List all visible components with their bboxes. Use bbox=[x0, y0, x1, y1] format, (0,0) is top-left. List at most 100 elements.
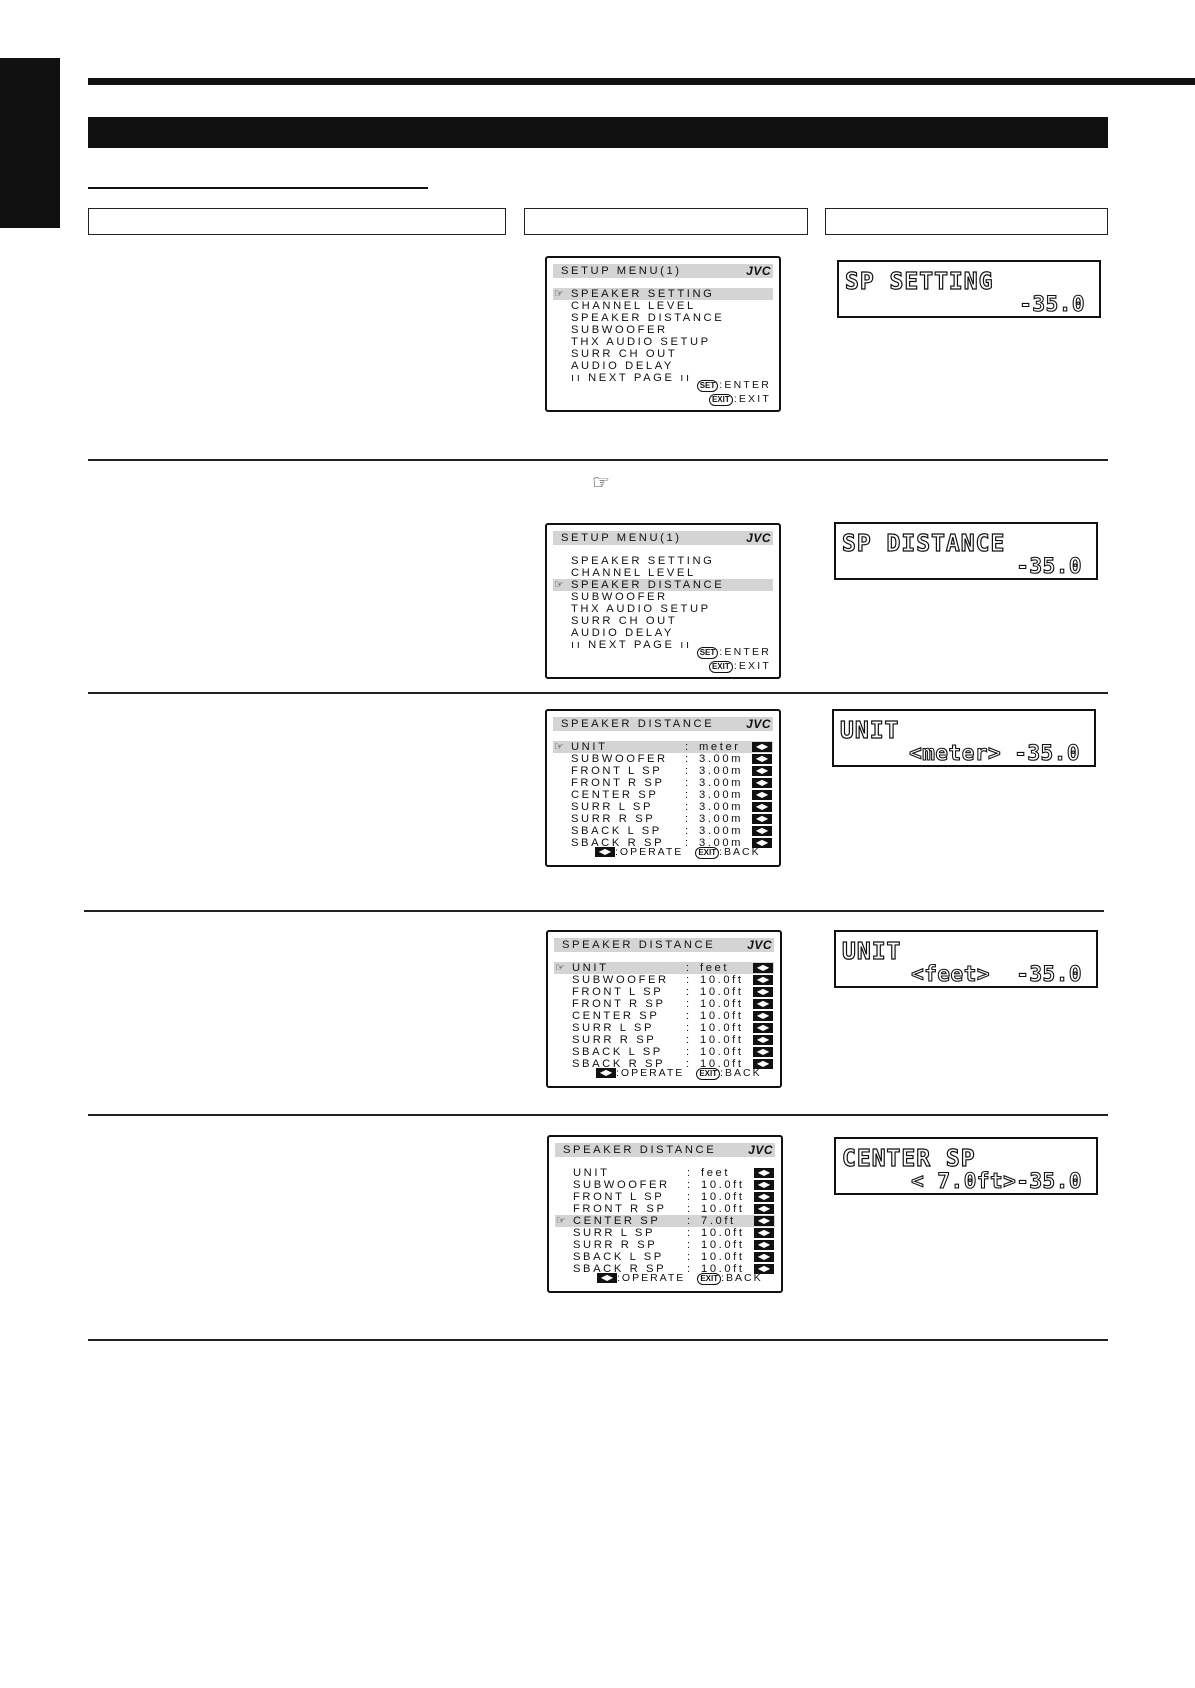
menu-item[interactable]: ☞CENTER SP:7.0ft◀▶ bbox=[555, 1215, 775, 1227]
menu-item[interactable]: ☞SPEAKER DISTANCE bbox=[553, 579, 773, 591]
menu-item[interactable]: AUDIO DELAY bbox=[553, 360, 773, 372]
menu-item[interactable]: FRONT L SP:10.0ft◀▶ bbox=[554, 986, 774, 998]
display-line-2: -35.0 bbox=[1019, 291, 1085, 316]
menu-item[interactable]: SPEAKER DISTANCE bbox=[553, 312, 773, 324]
menu-item-label: SURR R SP bbox=[571, 813, 656, 825]
separator: : bbox=[685, 837, 691, 849]
menu-item[interactable]: SUBWOOFER:10.0ft◀▶ bbox=[554, 974, 774, 986]
menu-item[interactable]: THX AUDIO SETUP bbox=[553, 603, 773, 615]
menu-item-label: CHANNEL LEVEL bbox=[571, 567, 696, 579]
osd-title: SETUP MENU(1) bbox=[561, 265, 682, 277]
menu-item[interactable]: SURR CH OUT bbox=[553, 348, 773, 360]
menu-item[interactable]: ☞SPEAKER SETTING bbox=[553, 288, 773, 300]
separator: : bbox=[686, 1010, 692, 1022]
menu-item[interactable]: SUBWOOFER:10.0ft◀▶ bbox=[555, 1179, 775, 1191]
menu-item[interactable]: ıı NEXT PAGE ıı bbox=[553, 639, 773, 651]
separator: : bbox=[687, 1239, 693, 1251]
brand-logo: JVC bbox=[746, 264, 771, 278]
menu-item[interactable]: SURR R SP:10.0ft◀▶ bbox=[554, 1034, 774, 1046]
left-right-arrows-icon: ◀▶ bbox=[752, 802, 772, 812]
menu-item[interactable]: SURR R SP:3.00m◀▶ bbox=[553, 813, 773, 825]
hand-pointer-icon: ☞ bbox=[555, 962, 565, 974]
menu-item[interactable]: CHANNEL LEVEL bbox=[553, 567, 773, 579]
menu-item[interactable]: CHANNEL LEVEL bbox=[553, 300, 773, 312]
menu-item[interactable]: SBACK R SP:10.0ft◀▶ bbox=[555, 1263, 775, 1275]
menu-item[interactable]: AUDIO DELAY bbox=[553, 627, 773, 639]
menu-item[interactable]: SUBWOOFER bbox=[553, 324, 773, 336]
menu-item[interactable]: SBACK R SP:10.0ft◀▶ bbox=[554, 1058, 774, 1070]
menu-item[interactable]: SURR CH OUT bbox=[553, 615, 773, 627]
footer-hint-text: :ENTER bbox=[719, 646, 771, 658]
menu-item-value: meter bbox=[699, 741, 741, 753]
menu-item-label: SBACK R SP bbox=[572, 1058, 666, 1070]
hand-pointer-icon: ☞ bbox=[592, 472, 610, 494]
separator: : bbox=[685, 765, 691, 777]
side-tab-marker bbox=[0, 58, 60, 228]
separator: : bbox=[685, 777, 691, 789]
menu-item[interactable]: THX AUDIO SETUP bbox=[553, 336, 773, 348]
hand-pointer-icon: ☞ bbox=[556, 1215, 566, 1227]
left-right-arrows-icon: ◀▶ bbox=[752, 826, 772, 836]
set-key-icon: SET bbox=[696, 380, 719, 392]
menu-item[interactable]: SBACK R SP:3.00m◀▶ bbox=[553, 837, 773, 849]
separator: : bbox=[686, 1034, 692, 1046]
subheading-underline bbox=[88, 187, 428, 189]
menu-item-label: SBACK L SP bbox=[572, 1046, 663, 1058]
menu-item[interactable]: SUBWOOFER:3.00m◀▶ bbox=[553, 753, 773, 765]
menu-item[interactable]: FRONT R SP:10.0ft◀▶ bbox=[555, 1203, 775, 1215]
left-right-arrows-icon: ◀▶ bbox=[752, 814, 772, 824]
display-line-1: SP SETTING bbox=[844, 268, 994, 295]
menu-item[interactable]: SURR R SP:10.0ft◀▶ bbox=[555, 1239, 775, 1251]
menu-item-value: 7.0ft bbox=[701, 1215, 736, 1227]
separator: : bbox=[685, 789, 691, 801]
menu-item-value: 10.0ft bbox=[701, 1263, 745, 1275]
menu-item[interactable]: FRONT L SP:3.00m◀▶ bbox=[553, 765, 773, 777]
menu-item-label: FRONT L SP bbox=[573, 1191, 665, 1203]
menu-item-label: SBACK L SP bbox=[573, 1251, 664, 1263]
menu-item[interactable]: UNIT:feet◀▶ bbox=[555, 1167, 775, 1179]
exit-key-icon: EXIT bbox=[708, 394, 733, 406]
menu-item[interactable]: CENTER SP:10.0ft◀▶ bbox=[554, 1010, 774, 1022]
menu-item[interactable]: ☞UNIT:meter◀▶ bbox=[553, 741, 773, 753]
menu-item[interactable]: FRONT R SP:10.0ft◀▶ bbox=[554, 998, 774, 1010]
osd-menu: ☞UNIT:feet◀▶SUBWOOFER:10.0ft◀▶FRONT L SP… bbox=[554, 962, 774, 1070]
menu-item[interactable]: SPEAKER SETTING bbox=[553, 555, 773, 567]
menu-item-label: SURR CH OUT bbox=[571, 615, 678, 627]
menu-item[interactable]: SURR L SP:10.0ft◀▶ bbox=[554, 1022, 774, 1034]
separator: : bbox=[687, 1215, 693, 1227]
step-divider bbox=[88, 1114, 1108, 1116]
menu-item-value: 3.00m bbox=[699, 789, 744, 801]
menu-item[interactable]: SURR L SP:3.00m◀▶ bbox=[553, 801, 773, 813]
exit-key-icon: EXIT bbox=[696, 1068, 721, 1080]
separator: : bbox=[685, 753, 691, 765]
menu-item[interactable]: ıı NEXT PAGE ıı bbox=[553, 372, 773, 384]
menu-item[interactable]: FRONT R SP:3.00m◀▶ bbox=[553, 777, 773, 789]
brand-logo: JVC bbox=[747, 938, 772, 952]
menu-item[interactable]: SBACK L SP:10.0ft◀▶ bbox=[555, 1251, 775, 1263]
separator: : bbox=[687, 1203, 693, 1215]
menu-item[interactable]: SBACK L SP:10.0ft◀▶ bbox=[554, 1046, 774, 1058]
left-right-arrows-icon: ◀▶ bbox=[754, 1252, 774, 1262]
footer-hint-text: :BACK bbox=[719, 846, 761, 858]
menu-item[interactable]: SURR L SP:10.0ft◀▶ bbox=[555, 1227, 775, 1239]
column-header-display bbox=[825, 208, 1108, 235]
column-header-onscreen bbox=[524, 208, 808, 235]
menu-item[interactable]: SUBWOOFER bbox=[553, 591, 773, 603]
menu-item-label: THX AUDIO SETUP bbox=[571, 603, 711, 615]
menu-item[interactable]: FRONT L SP:10.0ft◀▶ bbox=[555, 1191, 775, 1203]
menu-item-label: SPEAKER SETTING bbox=[571, 555, 715, 567]
exit-key-icon: EXIT bbox=[697, 1273, 722, 1285]
menu-item[interactable]: SBACK L SP:3.00m◀▶ bbox=[553, 825, 773, 837]
menu-item-label: FRONT L SP bbox=[572, 986, 664, 998]
left-right-arrows-icon: ◀▶ bbox=[754, 1168, 774, 1178]
menu-item-value: 3.00m bbox=[699, 753, 744, 765]
menu-item[interactable]: CENTER SP:3.00m◀▶ bbox=[553, 789, 773, 801]
footer-hint-text: :BACK bbox=[720, 1067, 762, 1079]
step-divider bbox=[88, 1339, 1108, 1341]
menu-item-label: SBACK R SP bbox=[573, 1263, 667, 1275]
menu-item[interactable]: ☞UNIT:feet◀▶ bbox=[554, 962, 774, 974]
